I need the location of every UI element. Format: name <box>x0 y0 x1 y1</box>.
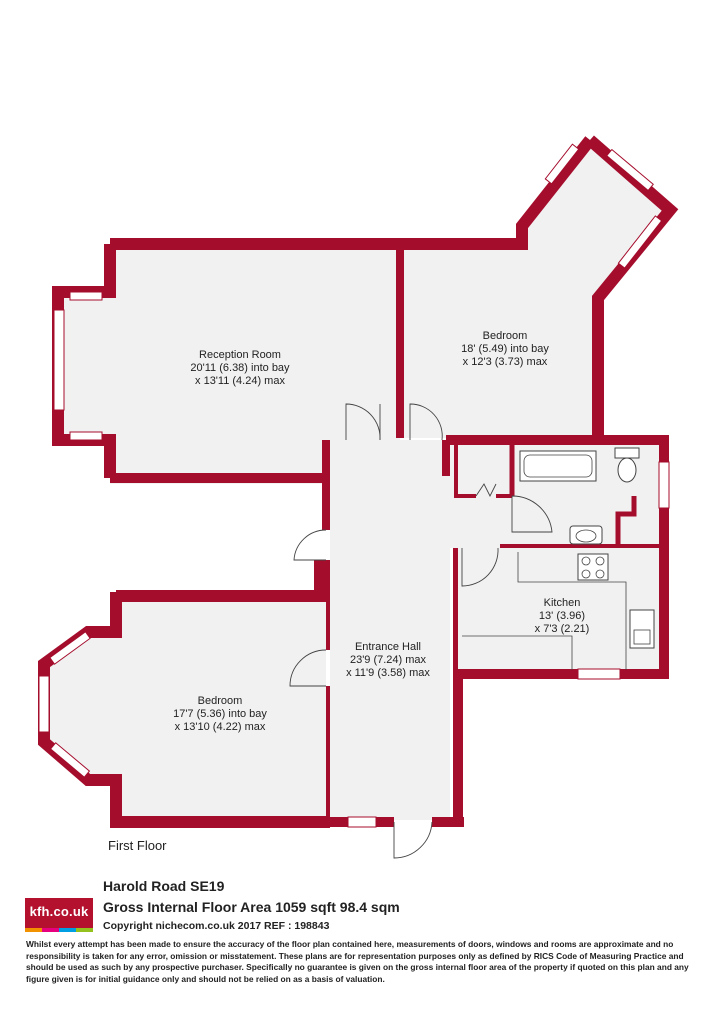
floor-label: First Floor <box>108 838 167 853</box>
room-label-bedroom-bottom: Bedroom 17'7 (5.36) into bay x 13'10 (4.… <box>173 695 267 733</box>
toilet-fixture <box>614 447 640 459</box>
window <box>49 631 91 665</box>
window <box>53 309 65 411</box>
bedroom-bottom-room <box>38 560 330 828</box>
room-label-entrance-hall: Entrance Hall 23'9 (7.24) max x 11'9 (3.… <box>346 641 430 679</box>
copyright-notice: Copyright nichecom.co.uk 2017 REF : 1988… <box>103 920 330 932</box>
window <box>38 675 50 733</box>
window <box>544 143 580 185</box>
room-label-bedroom-top: Bedroom 18' (5.49) into bay x 12'3 (3.73… <box>461 330 549 368</box>
floor-area: Gross Internal Floor Area 1059 sqft 98.4… <box>103 899 400 915</box>
svg-text:20'11 (6.38) into bay: 20'11 (6.38) into bay <box>190 362 290 374</box>
svg-text:Kitchen: Kitchen <box>544 597 581 609</box>
svg-text:x 12'3 (3.73) max: x 12'3 (3.73) max <box>463 356 548 368</box>
room-label-reception: Reception Room 20'11 (6.38) into bay x 1… <box>190 349 290 387</box>
property-address: Harold Road SE19 <box>103 878 225 894</box>
svg-text:Bedroom: Bedroom <box>198 695 243 707</box>
kfh-logo[interactable]: kfh.co.uk <box>25 898 93 932</box>
svg-text:Entrance Hall: Entrance Hall <box>355 641 421 653</box>
svg-text:23'9 (7.24) max: 23'9 (7.24) max <box>350 654 427 666</box>
window <box>617 215 663 269</box>
disclaimer-text: Whilst every attempt has been made to en… <box>26 939 689 984</box>
logo-strip-segment <box>76 928 93 932</box>
room-label-kitchen: Kitchen 13' (3.96) x 7'3 (2.21) <box>535 597 590 635</box>
svg-text:x 11'9 (3.58) max: x 11'9 (3.58) max <box>346 667 430 679</box>
bedroom-top-room <box>396 135 679 438</box>
window <box>577 668 621 680</box>
svg-text:Reception Room: Reception Room <box>199 349 281 361</box>
bathroom-area <box>442 435 669 552</box>
logo-strip-segment <box>25 928 42 932</box>
entrance-hall-room <box>322 440 464 827</box>
window <box>69 431 103 441</box>
window <box>606 148 654 192</box>
svg-text:x 13'11 (4.24) max: x 13'11 (4.24) max <box>195 375 285 387</box>
door-swings <box>289 403 553 859</box>
window <box>658 461 670 509</box>
window <box>347 816 377 828</box>
logo-text: kfh.co.uk <box>29 904 89 919</box>
svg-text:18' (5.49) into bay: 18' (5.49) into bay <box>461 343 549 355</box>
svg-text:17'7 (5.36) into bay: 17'7 (5.36) into bay <box>173 708 267 720</box>
logo-strip-segment <box>59 928 76 932</box>
window <box>49 742 91 778</box>
svg-text:x 13'10 (4.22) max: x 13'10 (4.22) max <box>175 721 266 733</box>
svg-text:13' (3.96): 13' (3.96) <box>539 610 585 622</box>
svg-text:x 7'3 (2.21): x 7'3 (2.21) <box>535 623 590 635</box>
window <box>69 291 103 301</box>
floor-plan: Reception Room 20'11 (6.38) into bay x 1… <box>38 135 679 859</box>
logo-color-strip <box>25 928 93 932</box>
logo-strip-segment <box>42 928 59 932</box>
svg-text:Bedroom: Bedroom <box>483 330 528 342</box>
kitchen-room <box>458 548 669 679</box>
